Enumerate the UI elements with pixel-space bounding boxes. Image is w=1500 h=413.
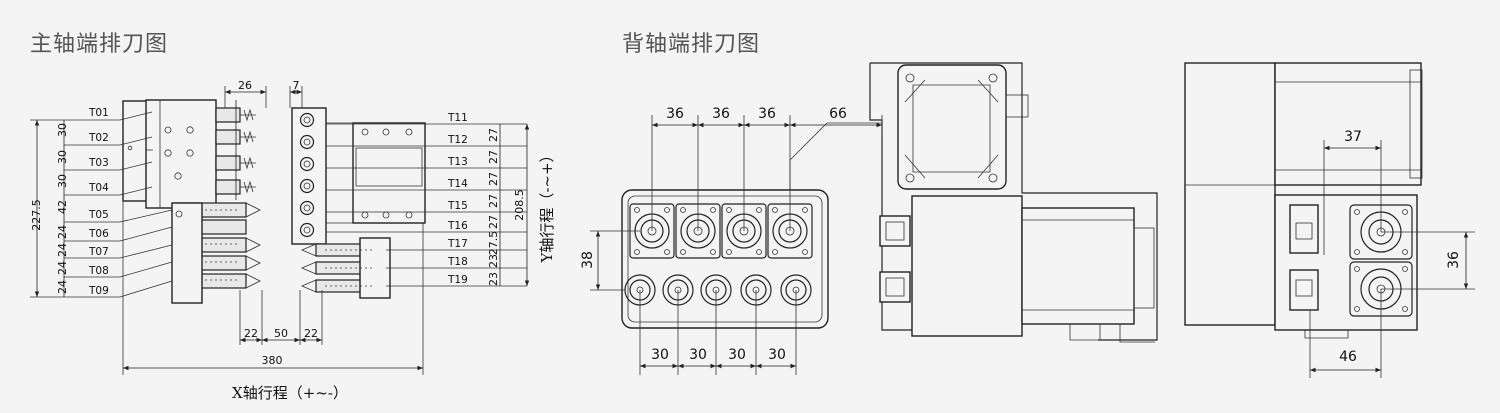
gang-block-holes bbox=[127, 126, 194, 180]
right-tool-leaders: T11 T12 T13 T14 T15 T16 T17 T18 T19 bbox=[326, 112, 527, 287]
tool-label-T12: T12 bbox=[447, 134, 468, 146]
dim-right-4: 27 bbox=[487, 215, 500, 229]
dim-side-right: 36 bbox=[1446, 251, 1462, 269]
tool-label-T16: T16 bbox=[447, 220, 468, 232]
gang-block-right-plate bbox=[352, 122, 426, 224]
dim-right-5: 27.5 bbox=[487, 231, 500, 256]
top-motor bbox=[897, 64, 1007, 190]
dim-right-3: 27 bbox=[487, 194, 500, 208]
back-spindle-title: 背轴端排刀图 bbox=[622, 32, 761, 57]
dim-left-total: 227.5 bbox=[30, 199, 43, 231]
dim-left-7: 24 bbox=[56, 280, 69, 294]
gang-block-right bbox=[291, 107, 327, 245]
dim-center-bottom-1: 30 bbox=[689, 347, 707, 363]
tool-label-T05: T05 bbox=[88, 209, 109, 221]
dim-center-top-1: 36 bbox=[712, 106, 730, 122]
connector-top bbox=[879, 215, 911, 247]
dim-bottom-22b: 22 bbox=[304, 327, 318, 340]
left-tool-leaders: T01 T02 T03 T04 T05 T06 T07 T08 T09 bbox=[64, 107, 173, 298]
dim-left-1: 30 bbox=[56, 150, 69, 164]
tool-label-T01: T01 bbox=[88, 107, 109, 119]
drill-tools bbox=[215, 100, 256, 200]
tool-label-T04: T04 bbox=[88, 182, 109, 194]
tool-label-T15: T15 bbox=[447, 200, 468, 212]
dim-center-bottom-2: 30 bbox=[728, 347, 746, 363]
right-vertical-dims: 208.5 27 27 27 27 27 27.5 23 23 bbox=[487, 124, 530, 286]
tool-label-T14: T14 bbox=[447, 178, 468, 190]
side-view-motor bbox=[1274, 62, 1422, 186]
dim-side-bottom: 46 bbox=[1339, 349, 1357, 365]
main-spindle-title: 主轴端排刀图 bbox=[30, 32, 169, 57]
tool-plate bbox=[621, 189, 829, 329]
center-bottom-dims: 30 30 30 30 bbox=[639, 290, 797, 375]
dim-bottom-22a: 22 bbox=[244, 327, 258, 340]
dim-right-0: 27 bbox=[487, 128, 500, 142]
tool-label-T08: T08 bbox=[88, 265, 109, 277]
dim-center-top-2: 36 bbox=[758, 106, 776, 122]
dim-center-top-3: 66 bbox=[829, 106, 847, 122]
side-view-housing bbox=[1184, 62, 1276, 326]
dim-center-side: 38 bbox=[580, 251, 596, 269]
side-view-diagram: 37 36 46 bbox=[1184, 62, 1475, 378]
dim-left-4: 24 bbox=[56, 225, 69, 239]
y-travel-caption: Y轴行程（-~+） bbox=[538, 147, 556, 263]
right-block-spindles bbox=[299, 112, 315, 238]
dim-left-0: 30 bbox=[56, 123, 69, 137]
tool-label-T19: T19 bbox=[447, 274, 468, 286]
side-top-dim: 37 bbox=[1323, 129, 1382, 255]
center-top-dims: 36 36 36 66 bbox=[651, 106, 883, 231]
side-right-dim: 36 bbox=[1381, 231, 1475, 290]
tool-label-T17: T17 bbox=[447, 238, 468, 250]
dim-left-3: 42 bbox=[56, 200, 69, 214]
dim-side-top: 37 bbox=[1344, 129, 1362, 145]
dim-right-total: 208.5 bbox=[513, 189, 526, 221]
tool-label-T07: T07 bbox=[88, 246, 109, 258]
main-spindle-diagram: T01 T02 T03 T04 T05 T06 T07 T08 T09 227.… bbox=[30, 79, 556, 402]
turning-tools-right bbox=[300, 237, 391, 299]
dim-right-6: 23 bbox=[487, 254, 500, 268]
bottom-dims: 22 50 22 380 bbox=[122, 200, 424, 375]
side-motor-flange bbox=[911, 195, 1023, 337]
tool-label-T09: T09 bbox=[88, 285, 109, 297]
side-motor-body bbox=[1021, 207, 1135, 325]
x-travel-caption: X轴行程（+~-） bbox=[232, 384, 348, 402]
center-side-dim: 38 bbox=[580, 230, 640, 291]
dim-center-bottom-3: 30 bbox=[768, 347, 786, 363]
tool-label-T06: T06 bbox=[88, 228, 109, 240]
top-dims: 26 7 bbox=[224, 79, 303, 108]
dim-center-bottom-0: 30 bbox=[651, 347, 669, 363]
left-vertical-dims: 227.5 30 30 30 42 24 24 24 24 bbox=[30, 119, 69, 298]
dim-center-top-0: 36 bbox=[666, 106, 684, 122]
tool-label-T18: T18 bbox=[447, 256, 468, 268]
side-bottom-dim: 46 bbox=[1309, 289, 1382, 378]
turning-tools-left bbox=[171, 202, 261, 304]
tool-label-T13: T13 bbox=[447, 156, 468, 168]
dim-left-2: 30 bbox=[56, 174, 69, 188]
dim-right-2: 27 bbox=[487, 172, 500, 186]
connector-bottom bbox=[879, 271, 911, 303]
dim-left-6: 24 bbox=[56, 261, 69, 275]
back-spindle-diagram: 36 36 36 66 38 bbox=[580, 62, 1158, 375]
dim-bottom-50: 50 bbox=[274, 327, 288, 340]
dim-top-26: 26 bbox=[238, 79, 252, 92]
tool-label-T11: T11 bbox=[447, 112, 468, 124]
gang-block-front bbox=[145, 99, 217, 209]
dim-right-7: 23 bbox=[487, 272, 500, 286]
tool-label-T03: T03 bbox=[88, 157, 109, 169]
dim-top-7: 7 bbox=[293, 79, 300, 92]
dim-right-1: 27 bbox=[487, 150, 500, 164]
dim-bottom-380: 380 bbox=[262, 354, 283, 367]
tool-label-T02: T02 bbox=[88, 132, 109, 144]
dim-left-5: 24 bbox=[56, 243, 69, 257]
